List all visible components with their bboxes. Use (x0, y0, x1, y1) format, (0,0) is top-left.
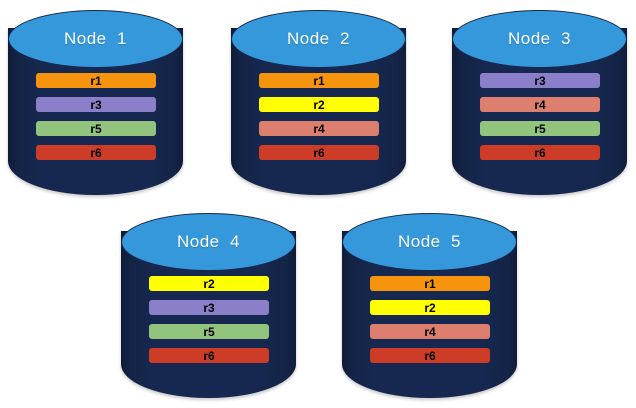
cylinder-top-icon (342, 213, 517, 271)
replica-bar[interactable]: r5 (36, 121, 156, 136)
replica-bar[interactable]: r6 (370, 348, 490, 363)
replica-bar[interactable]: r4 (370, 324, 490, 339)
database-node[interactable]: Node 1 r1 r3 r5 r6 (8, 10, 183, 195)
node-label: Node 5 (397, 232, 462, 251)
replica-bar[interactable]: r6 (149, 348, 269, 363)
replica-list: r1 r3 r5 r6 (36, 73, 156, 160)
replica-list: r2 r3 r5 r6 (149, 276, 269, 363)
replica-bar[interactable]: r2 (259, 97, 379, 112)
replica-list: r1 r2 r4 r6 (259, 73, 379, 160)
replica-bar[interactable]: r4 (259, 121, 379, 136)
replica-bar[interactable]: r3 (480, 73, 600, 88)
cylinder-top-icon (231, 10, 406, 68)
replica-bar[interactable]: r5 (480, 121, 600, 136)
replica-bar[interactable]: r5 (149, 324, 269, 339)
replica-bar[interactable]: r2 (149, 276, 269, 291)
cylinder-top-icon (8, 10, 183, 68)
database-node[interactable]: Node 3 r3 r4 r5 r6 (452, 10, 627, 195)
database-node[interactable]: Node 2 r1 r2 r4 r6 (231, 10, 406, 195)
cylinder-top-icon (452, 10, 627, 68)
replica-list: r1 r2 r4 r6 (370, 276, 490, 363)
replica-bar[interactable]: r4 (480, 97, 600, 112)
database-node[interactable]: Node 5 r1 r2 r4 r6 (342, 213, 517, 398)
node-label: Node 3 (507, 29, 572, 48)
replica-bar[interactable]: r3 (149, 300, 269, 315)
replica-bar[interactable]: r2 (370, 300, 490, 315)
replica-bar[interactable]: r1 (36, 73, 156, 88)
replica-list: r3 r4 r5 r6 (480, 73, 600, 160)
replica-bar[interactable]: r1 (370, 276, 490, 291)
replica-bar[interactable]: r6 (480, 145, 600, 160)
node-label: Node 4 (176, 232, 241, 251)
replica-bar[interactable]: r1 (259, 73, 379, 88)
replica-bar[interactable]: r6 (36, 145, 156, 160)
node-label: Node 2 (286, 29, 351, 48)
node-label: Node 1 (63, 29, 128, 48)
replica-bar[interactable]: r6 (259, 145, 379, 160)
cylinder-top-icon (121, 213, 296, 271)
replica-bar[interactable]: r3 (36, 97, 156, 112)
database-node[interactable]: Node 4 r2 r3 r5 r6 (121, 213, 296, 398)
